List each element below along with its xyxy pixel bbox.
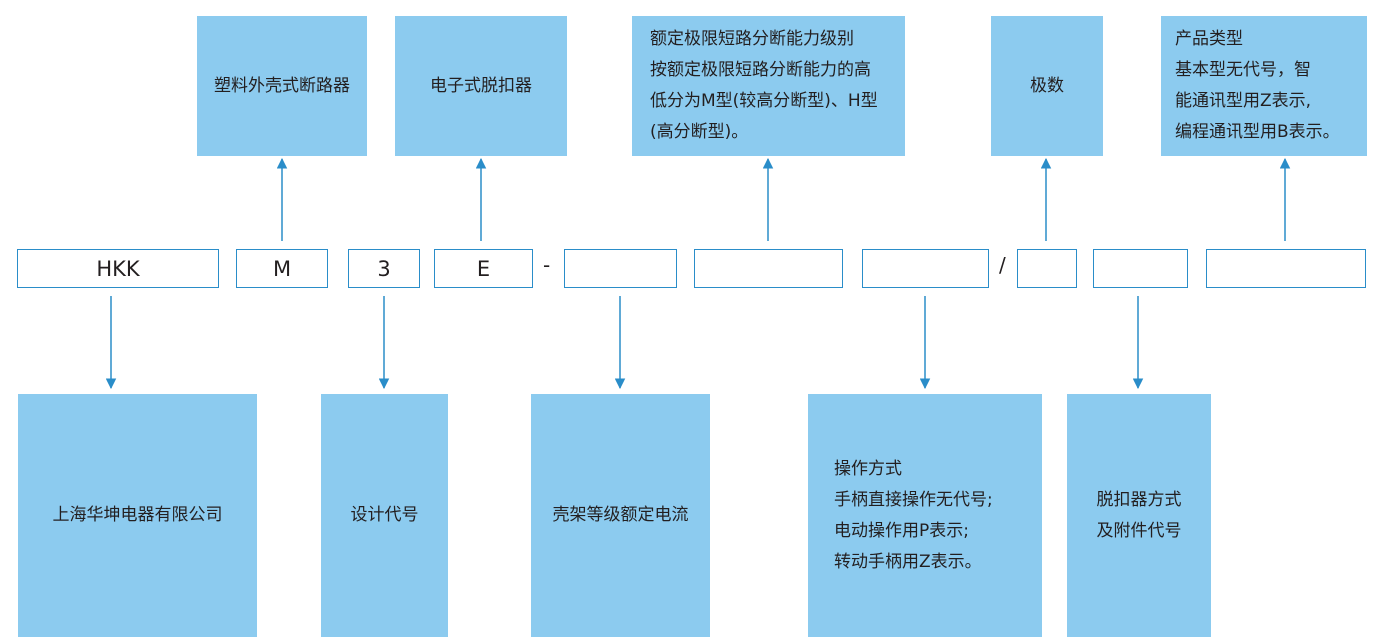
operation-line-4: 转动手柄用Z表示。	[834, 551, 982, 572]
bottom-box-design-code: 设计代号	[321, 394, 448, 637]
code-cell-operation	[862, 249, 989, 288]
breaking-capacity-line-2: 按额定极限短路分断能力的高	[650, 60, 871, 80]
code-cell-case-type-text: M	[272, 256, 292, 281]
top-box-breaking-capacity: 额定极限短路分断能力级别 按额定极限短路分断能力的高 低分为M型(较高分断型)、…	[632, 16, 905, 156]
breaking-capacity-line-4: (高分断型)。	[650, 122, 749, 142]
code-cell-breaking-capacity	[694, 249, 843, 288]
bottom-box-operation: 操作方式 手柄直接操作无代号; 电动操作用P表示; 转动手柄用Z表示。	[808, 394, 1042, 637]
top-box-trip-unit: 电子式脱扣器	[395, 16, 567, 156]
bottom-box-rated-current: 壳架等级额定电流	[531, 394, 710, 637]
operation-line-1: 操作方式	[834, 458, 902, 479]
code-cell-company-text: HKK	[96, 256, 140, 281]
code-cell-design: 3	[348, 249, 420, 288]
bottom-box-accessory: 脱扣器方式 及附件代号	[1067, 394, 1211, 637]
code-cell-trip-unit: E	[434, 249, 533, 288]
code-cell-accessory	[1093, 249, 1188, 288]
top-box-poles-text: 极数	[1030, 75, 1064, 96]
operation-line-3: 电动操作用P表示;	[834, 520, 969, 541]
product-type-line-3: 能通讯型用Z表示,	[1175, 91, 1312, 111]
code-cell-design-text: 3	[377, 256, 391, 281]
separator-dash: -	[543, 253, 551, 277]
top-box-poles: 极数	[991, 16, 1103, 156]
product-type-line-4: 编程通讯型用B表示。	[1175, 122, 1340, 142]
code-cell-product-type	[1206, 249, 1366, 288]
top-box-case-type: 塑料外壳式断路器	[197, 16, 367, 156]
bottom-box-design-code-text: 设计代号	[350, 505, 419, 525]
top-box-trip-unit-text: 电子式脱扣器	[430, 75, 532, 96]
operation-line-2: 手柄直接操作无代号;	[834, 489, 993, 510]
breaking-capacity-line-3: 低分为M型(较高分断型)、H型	[650, 91, 878, 111]
bottom-box-rated-current-text: 壳架等级额定电流	[552, 505, 689, 525]
top-box-product-type: 产品类型 基本型无代号，智 能通讯型用Z表示, 编程通讯型用B表示。	[1161, 16, 1367, 156]
product-type-line-2: 基本型无代号，智	[1175, 60, 1311, 80]
separator-slash: /	[999, 253, 1006, 277]
accessory-line-2: 及附件代号	[1096, 520, 1182, 541]
bottom-box-company: 上海华坤电器有限公司	[18, 394, 257, 637]
code-cell-trip-unit-text: E	[476, 256, 491, 281]
accessory-line-1: 脱扣器方式	[1096, 489, 1182, 510]
breaking-capacity-line-1: 额定极限短路分断能力级别	[650, 29, 854, 49]
code-cell-case-type: M	[236, 249, 328, 288]
top-box-case-type-text: 塑料外壳式断路器	[214, 75, 350, 96]
product-type-line-1: 产品类型	[1175, 29, 1243, 49]
code-cell-rated-current	[564, 249, 677, 288]
code-cell-poles	[1017, 249, 1077, 288]
bottom-box-company-text: 上海华坤电器有限公司	[52, 505, 223, 525]
code-cell-company: HKK	[17, 249, 219, 288]
